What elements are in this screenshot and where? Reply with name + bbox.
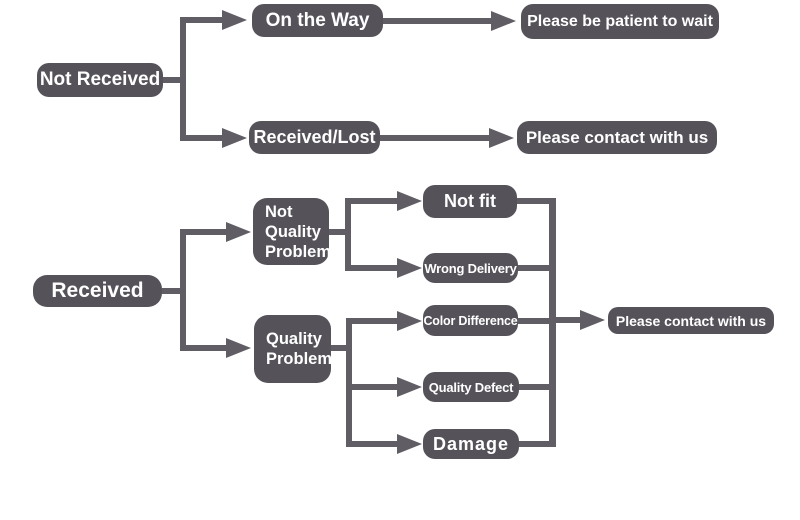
arrowhead-quality-defect [397, 377, 422, 397]
arrowhead-quality-problem [226, 338, 251, 358]
arrowhead-on-the-way [222, 10, 247, 30]
connector-to-contact-final [556, 317, 582, 323]
connector-not-fit-to-rail [517, 198, 553, 204]
node-received-lost: Received/Lost [249, 121, 380, 154]
connector-to-damage [349, 441, 399, 447]
node-not-quality-problem: Not Quality Problem [253, 198, 332, 265]
connector-not-received-stub [163, 77, 185, 83]
connector-to-wrong-delivery [348, 265, 400, 271]
arrowhead-be-patient [491, 11, 516, 31]
connector-to-color-difference [349, 318, 399, 324]
arrowhead-wrong-delivery [397, 258, 422, 278]
arrowhead-damage [397, 434, 422, 454]
node-quality-problem-line2: Problem [266, 350, 333, 368]
node-wrong-delivery: Wrong Delivery [423, 253, 518, 283]
connector-to-be-patient [383, 18, 492, 24]
node-color-difference: Color Difference [423, 305, 518, 336]
node-contact-us-final: Please contact with us [608, 307, 774, 334]
node-quality-problem-line1: Quality [266, 330, 322, 348]
connector-nqp-vertical [345, 198, 351, 271]
arrowhead-not-quality-problem [226, 222, 251, 242]
arrowhead-received-lost [222, 128, 247, 148]
arrowhead-contact-top [489, 128, 514, 148]
node-not-quality-problem-line2: Quality [265, 223, 321, 241]
connector-quality-defect-to-rail [519, 384, 553, 390]
connector-qp-vertical [346, 318, 352, 447]
node-quality-problem: Quality Problem [254, 315, 333, 383]
connector-to-quality-problem [180, 345, 227, 351]
connector-color-difference-to-rail [518, 318, 553, 324]
connector-received-stub [162, 288, 183, 294]
node-on-the-way: On the Way [252, 4, 383, 37]
node-not-quality-problem-line1: Not [265, 203, 293, 221]
node-quality-defect: Quality Defect [423, 372, 519, 402]
connector-to-not-quality-problem [180, 229, 227, 235]
connector-received-vertical [180, 229, 186, 351]
arrowhead-contact-final [580, 310, 605, 330]
connector-collector-rail [549, 198, 556, 447]
node-received: Received [33, 275, 162, 307]
node-not-received: Not Received [37, 63, 163, 97]
node-not-fit: Not fit [423, 185, 517, 218]
connector-nqp-stub [329, 229, 348, 235]
node-contact-us-top: Please contact with us [517, 121, 717, 154]
connector-to-on-the-way [180, 17, 224, 23]
node-please-be-patient: Please be patient to wait [521, 4, 719, 39]
connector-qp-stub [331, 345, 348, 351]
connector-to-quality-defect [349, 384, 399, 390]
arrowhead-not-fit [397, 191, 422, 211]
connector-damage-to-rail [519, 441, 553, 447]
arrowhead-color-difference [397, 311, 422, 331]
connector-wrong-delivery-to-rail [518, 265, 553, 271]
connector-to-contact-top [380, 135, 490, 141]
connector-to-received-lost [180, 135, 224, 141]
connector-not-received-vertical [180, 17, 186, 141]
node-damage: Damage [423, 429, 519, 459]
node-not-quality-problem-line3: Problem [265, 243, 332, 261]
connector-to-not-fit [348, 198, 400, 204]
